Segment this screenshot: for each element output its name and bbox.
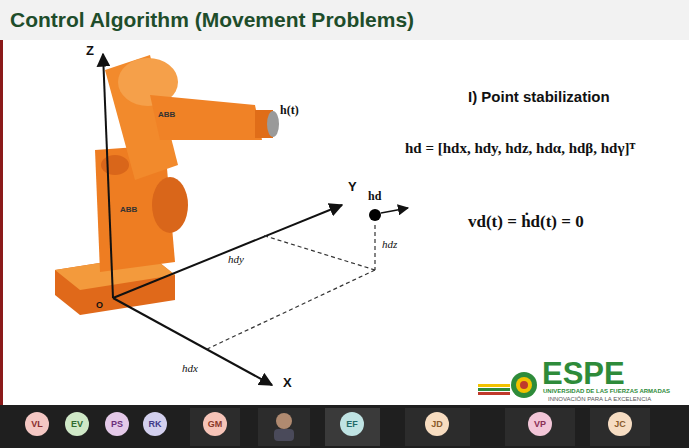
axis-label: Z xyxy=(86,44,94,59)
logo-wordmark: ESPE xyxy=(542,356,625,392)
participant-avatar: EV xyxy=(65,412,89,436)
axis-label: Y xyxy=(348,180,357,195)
participant-initials: EV xyxy=(71,419,83,429)
logo-text: INNOVACIÓN PARA LA EXCELENCIA xyxy=(548,396,651,403)
participant-initials: VL xyxy=(31,419,43,429)
slide-edge xyxy=(0,40,3,405)
coordinate-axes xyxy=(103,54,342,385)
brand-mark: ABB xyxy=(120,205,137,214)
slide-title: Control Algorithm (Movement Problems) xyxy=(10,8,414,32)
participant-avatar: VL xyxy=(25,412,49,436)
participant-avatar: JC xyxy=(608,412,632,436)
slide-ground xyxy=(0,0,689,405)
university-logo xyxy=(478,372,537,398)
participant-avatar: RK xyxy=(143,412,167,436)
participant-avatar: PS xyxy=(105,412,129,436)
orientation-arrow xyxy=(381,208,408,213)
dimension-label: hdx xyxy=(182,362,198,375)
dimension-label: hdz xyxy=(382,238,397,251)
equation: hd = [hdx, hdy, hdz, hdα, hdβ, hdγ]ᵀ xyxy=(405,140,635,157)
participant-initials: PS xyxy=(111,419,123,429)
participant-initials: JD xyxy=(431,419,443,429)
equation: vd(t) = ḣd(t) = 0 xyxy=(468,212,584,232)
participant-avatar: GM xyxy=(203,412,227,436)
desired-point xyxy=(369,209,381,221)
participant-avatar: EF xyxy=(340,412,364,436)
participant-initials: RK xyxy=(149,419,162,429)
dimension-label: hdy xyxy=(228,253,244,266)
participant-initials: JC xyxy=(614,419,626,429)
section-heading: I) Point stabilization xyxy=(468,88,610,105)
axis-label: X xyxy=(283,376,292,391)
participant-avatar: VP xyxy=(528,412,552,436)
origin-label: O xyxy=(96,300,103,310)
participant-initials: EF xyxy=(346,419,358,429)
title-band xyxy=(0,0,689,40)
logo-text: UNIVERSIDAD DE LAS FUERZAS ARMADAS xyxy=(543,388,670,395)
meeting-bar xyxy=(0,405,689,448)
brand-mark: ABB xyxy=(158,110,175,119)
participant-initials: VP xyxy=(534,419,546,429)
pose-label: h(t) xyxy=(280,104,299,118)
projection-lines xyxy=(205,225,375,350)
participant-initials: GM xyxy=(208,419,223,429)
participant-avatar: JD xyxy=(425,412,449,436)
point-label: hd xyxy=(368,190,381,204)
